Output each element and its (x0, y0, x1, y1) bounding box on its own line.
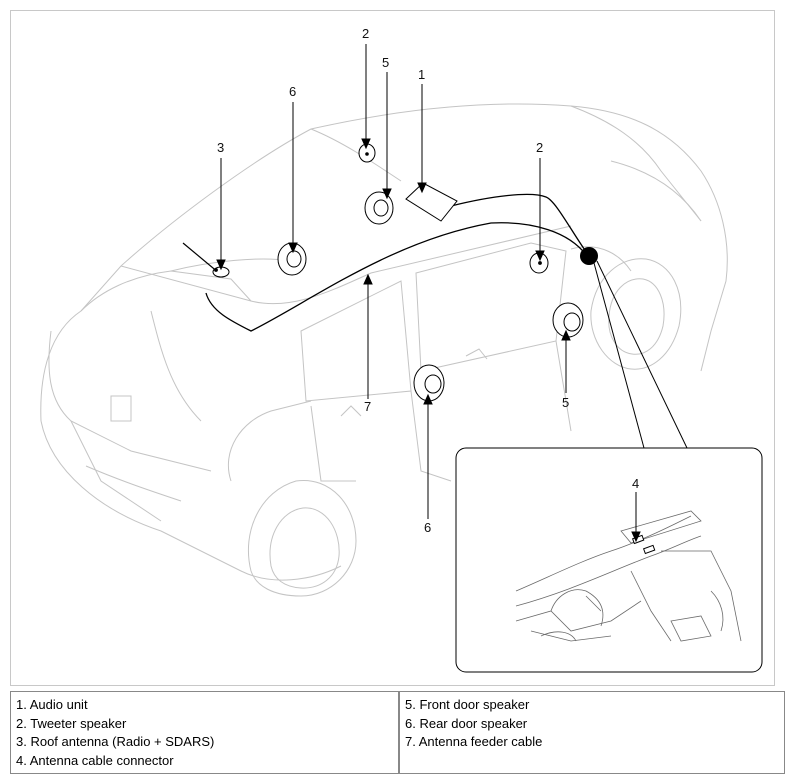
leader-lines (216, 44, 641, 543)
front-door-speaker-left (364, 191, 394, 225)
callout-1: 1 (418, 67, 425, 82)
inset-connector (631, 534, 656, 555)
callout-7: 7 (364, 399, 371, 414)
car-outline (40, 103, 728, 597)
tweeter-speaker-rear (358, 143, 376, 163)
callout-labels: 2 5 1 6 3 2 5 6 7 4 (217, 26, 639, 535)
legend-item-rear-door-speaker: 6. Rear door speaker (405, 715, 528, 731)
legend-item-tweeter-speaker: 2. Tweeter speaker (16, 715, 127, 731)
roof-antenna (182, 242, 230, 278)
callout-2-rear: 2 (362, 26, 369, 41)
legend-column-left: 1. Audio unit 2. Tweeter speaker 3. Roof… (11, 692, 398, 773)
rear-door-speaker-right (413, 364, 445, 402)
callout-6-left: 6 (289, 84, 296, 99)
callout-4: 4 (632, 476, 639, 491)
inset-detail-drawing (515, 510, 742, 642)
callout-3: 3 (217, 140, 224, 155)
antenna-cable-connector (580, 247, 688, 449)
front-door-speaker-right (552, 302, 584, 338)
callout-6-right: 6 (424, 520, 431, 535)
audio-system-diagram: 2 5 1 6 3 2 5 6 7 4 (40, 26, 763, 673)
tweeter-speaker-front (529, 252, 549, 274)
antenna-feeder-cable (205, 193, 590, 332)
legend-item-audio-unit: 1. Audio unit (16, 697, 88, 712)
legend-item-front-door-speaker: 5. Front door speaker (405, 697, 530, 712)
detail-inset (455, 447, 763, 673)
diagram-frame: 2 5 1 6 3 2 5 6 7 4 (10, 10, 775, 686)
legend-item-antenna-feeder-cable: 7. Antenna feeder cable (405, 734, 543, 749)
legend-item-roof-antenna: 3. Roof antenna (Radio + SDARS) (16, 734, 215, 749)
callout-5-left: 5 (382, 55, 389, 70)
legend-item-antenna-cable-connector: 4. Antenna cable connector (16, 752, 174, 768)
legend-column-right: 5. Front door speaker 6. Rear door speak… (398, 692, 784, 773)
audio-unit (405, 182, 458, 222)
legend-table: 1. Audio unit 2. Tweeter speaker 3. Roof… (10, 691, 785, 774)
callout-2-front: 2 (536, 140, 543, 155)
callout-5-right: 5 (562, 395, 569, 410)
